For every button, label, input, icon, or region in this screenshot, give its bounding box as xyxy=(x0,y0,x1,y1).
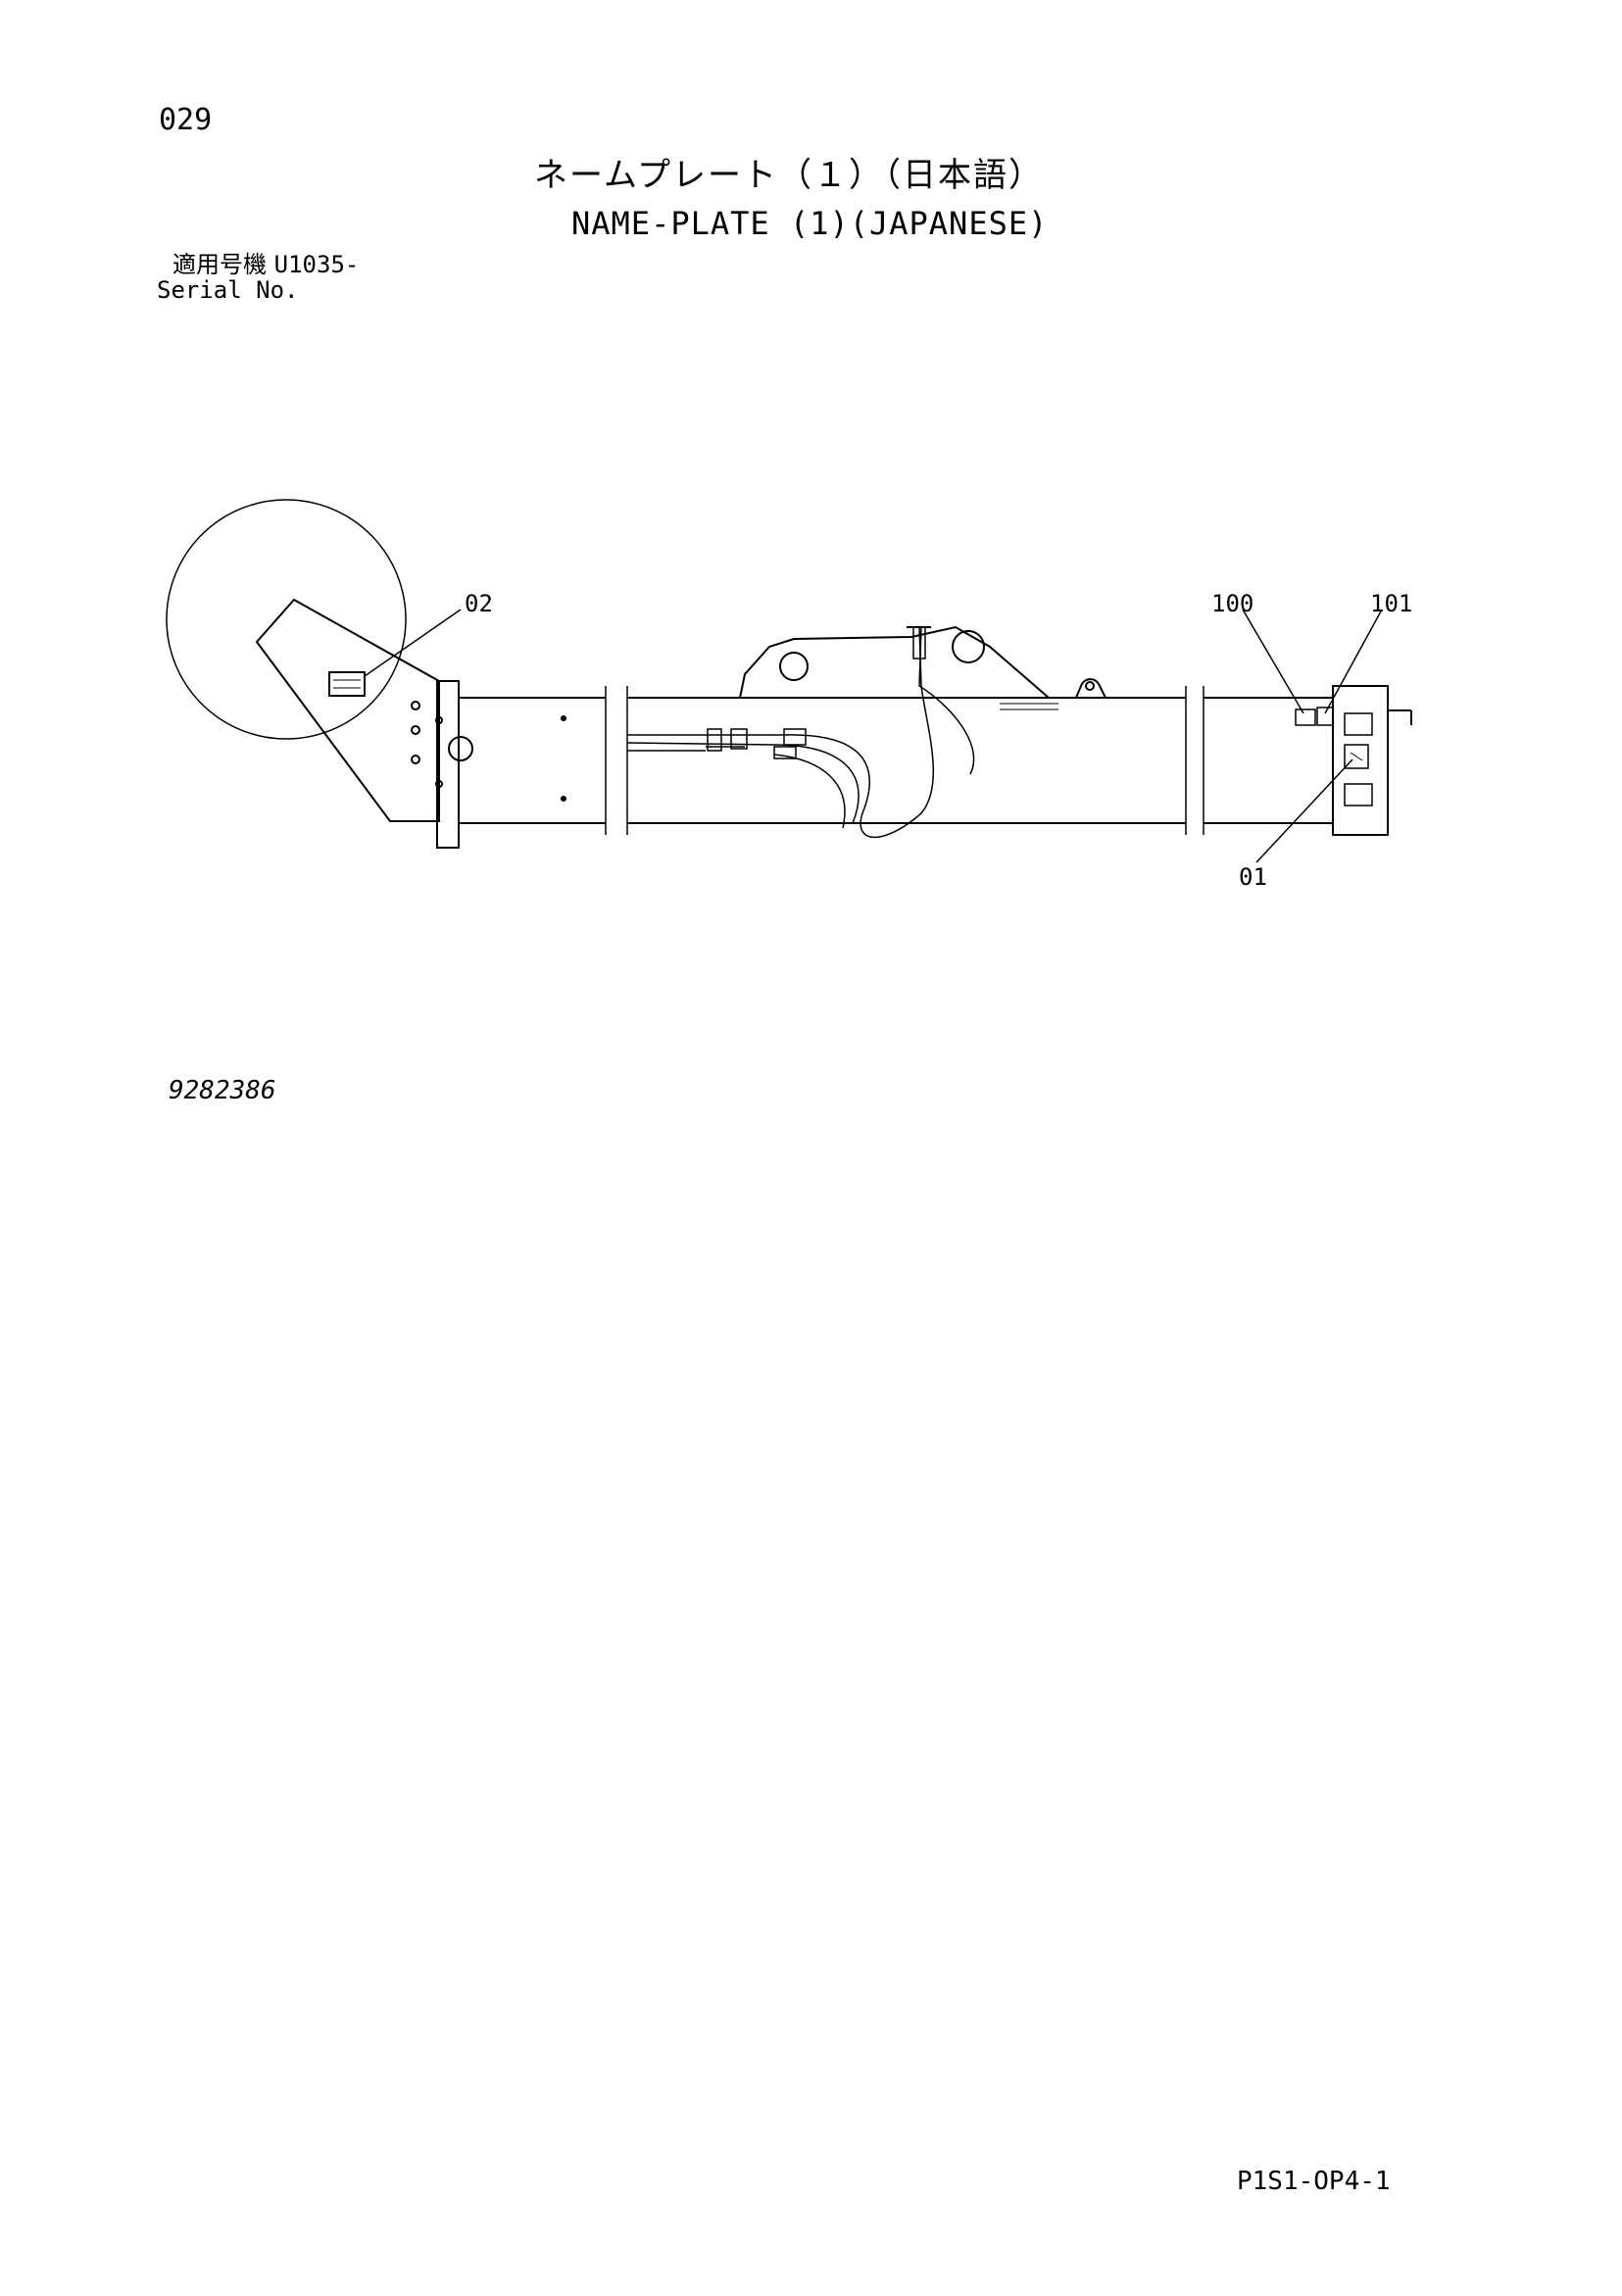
mount-plate xyxy=(436,680,460,849)
hose xyxy=(773,754,846,829)
leader-100 xyxy=(1242,609,1304,714)
title-japanese: ネームプレート（１）（日本語） xyxy=(534,156,1044,195)
nameplate-101 xyxy=(1316,707,1334,726)
top-lug xyxy=(739,625,1050,699)
bolt-icon xyxy=(411,701,420,710)
bolt-icon xyxy=(435,716,443,724)
callout-02: 02 xyxy=(465,590,493,617)
bolt-icon xyxy=(435,780,443,788)
drum-circle xyxy=(166,499,407,740)
leader-02 xyxy=(364,609,462,677)
callout-01: 01 xyxy=(1239,863,1267,891)
nameplate-01 xyxy=(1344,744,1369,769)
hose xyxy=(918,626,975,775)
serial-label-row: 適用号機 U1035- xyxy=(172,253,359,276)
title-english: NAME-PLATE (1)(JAPANESE) xyxy=(571,205,1049,242)
end-plate xyxy=(1332,685,1389,836)
document-code: P1S1-OP4-1 xyxy=(1237,2167,1391,2196)
serial-label-jp: 適用号機 xyxy=(172,251,267,278)
callout-101: 101 xyxy=(1370,590,1412,617)
bolt-icon xyxy=(411,755,420,764)
nameplate-100 xyxy=(1295,708,1316,726)
bolt-icon xyxy=(411,725,420,735)
hose xyxy=(627,626,934,839)
hose xyxy=(627,746,745,752)
drawing-number: 9282386 xyxy=(169,1076,276,1105)
angled-bracket xyxy=(255,598,440,822)
nameplate-02 xyxy=(328,671,366,697)
leader-01 xyxy=(1255,758,1353,863)
hose xyxy=(626,742,860,824)
callout-100: 100 xyxy=(1211,590,1253,617)
leader-101 xyxy=(1324,609,1383,714)
serial-label-en: Serial No. xyxy=(157,276,299,304)
page-number: 029 xyxy=(159,103,213,137)
serial-value: U1035- xyxy=(273,251,360,278)
